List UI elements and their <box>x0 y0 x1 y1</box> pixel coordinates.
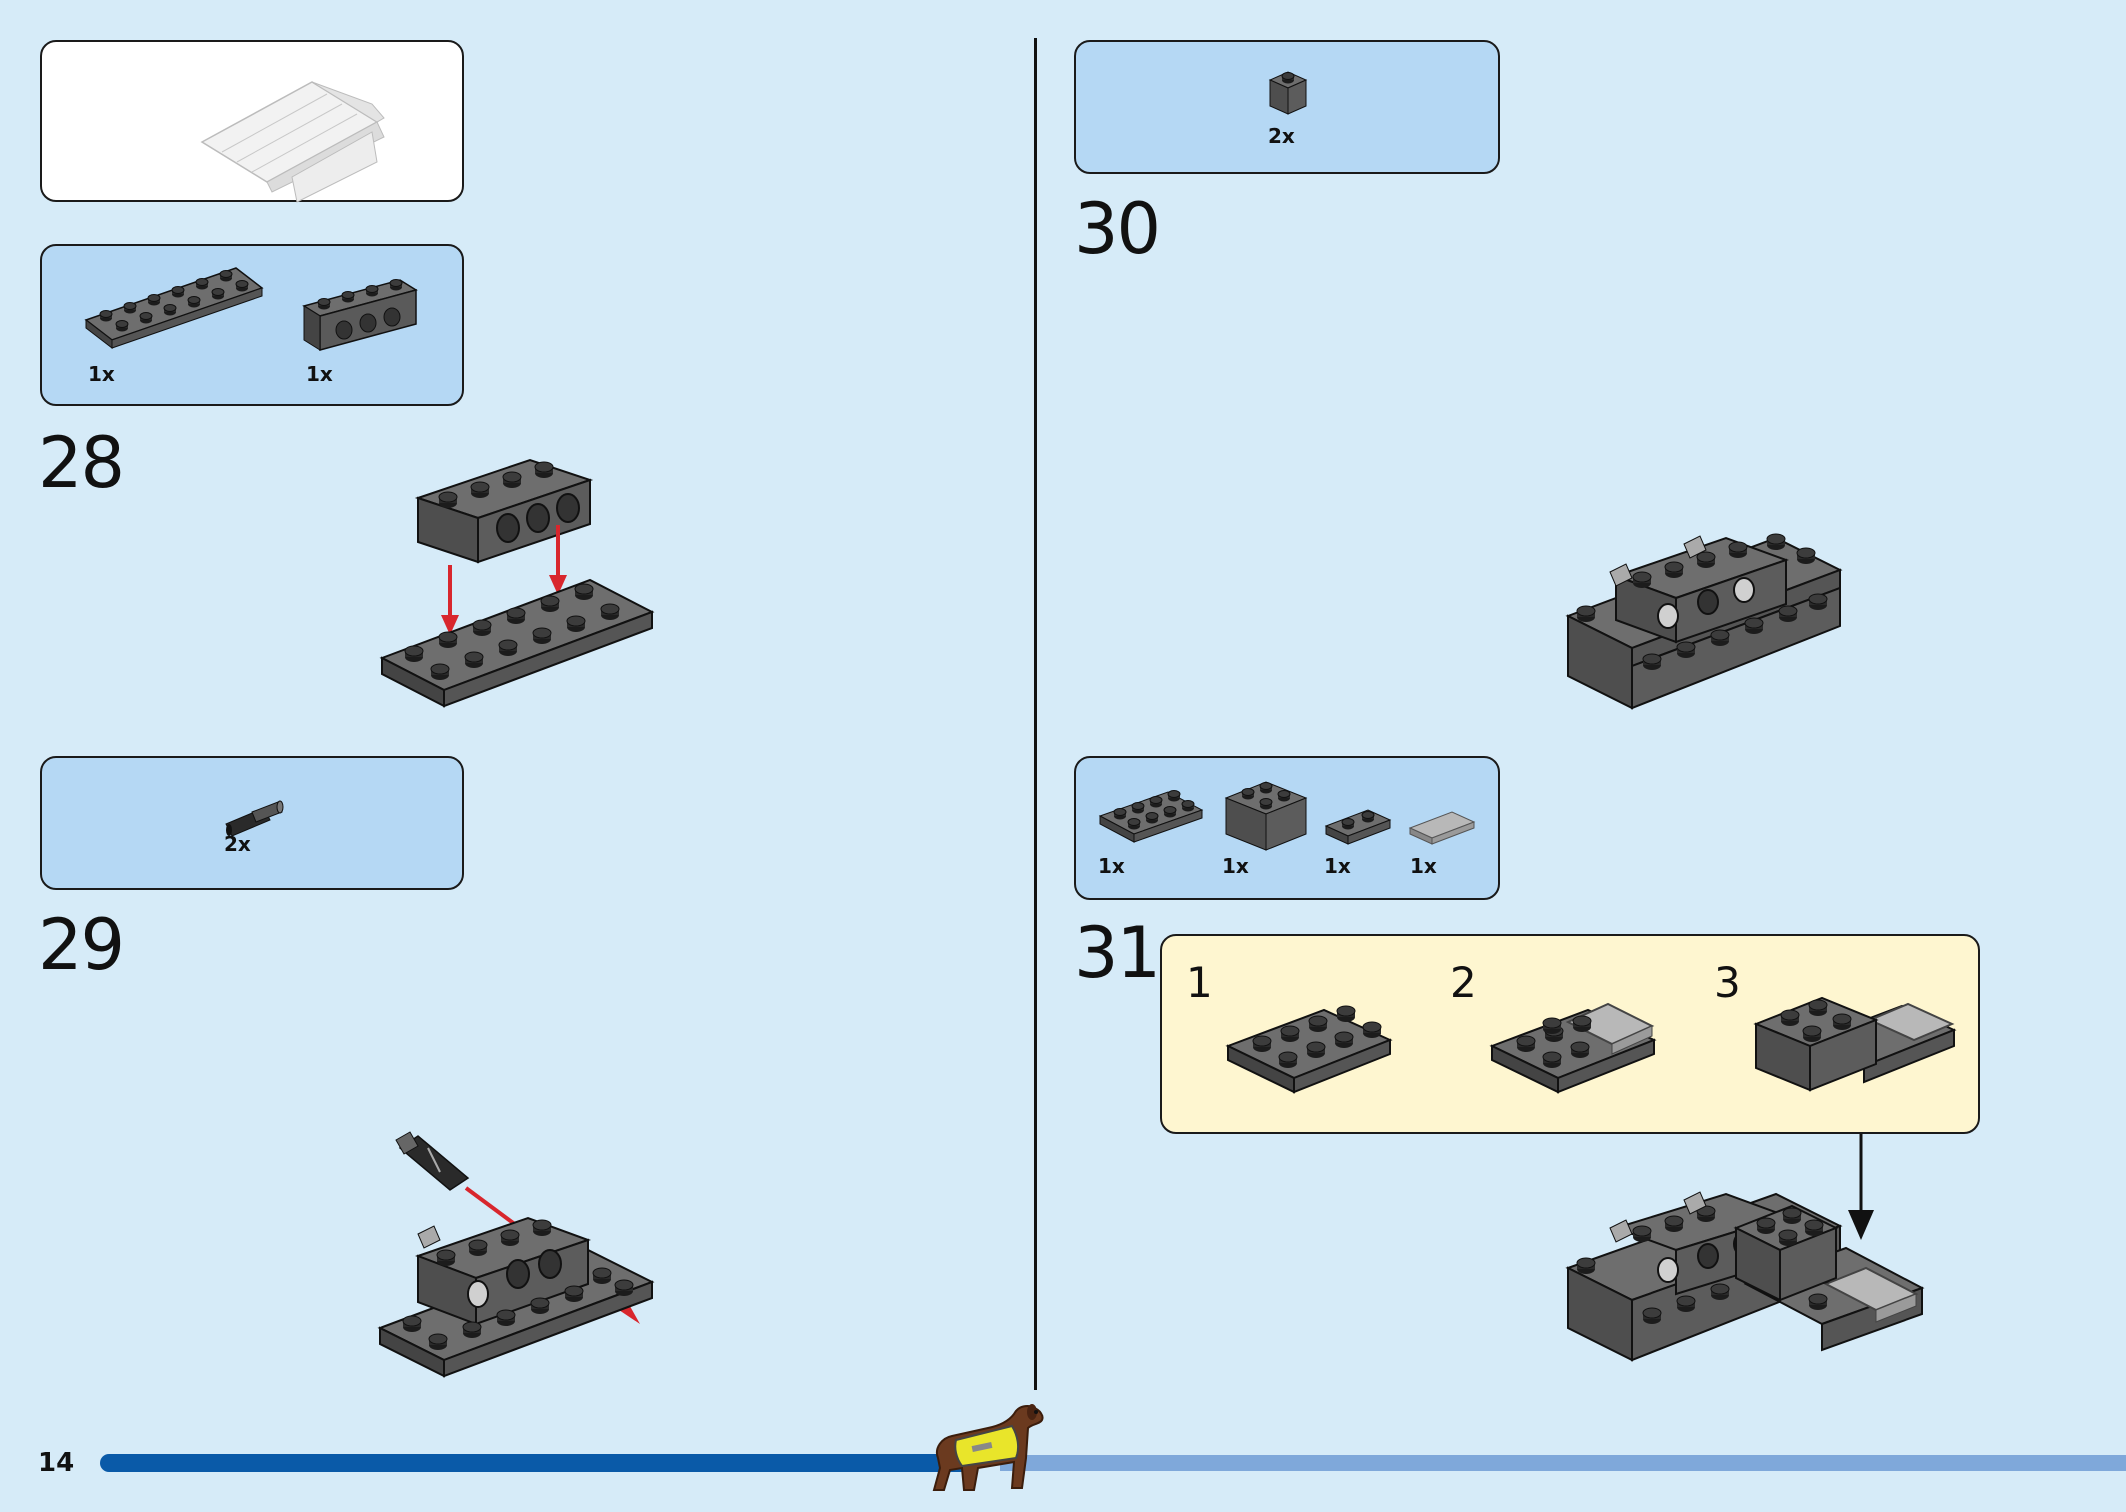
part-qty: 1x <box>88 362 115 386</box>
plate-2x6-dark-gray-icon <box>84 267 264 350</box>
plate-2x4-dark-gray-icon <box>1098 790 1204 843</box>
tile-1x2-light-gray-icon <box>1408 811 1476 845</box>
substep-number: 2 <box>1450 958 1477 1007</box>
dog-with-yellow-vest-icon <box>932 1404 1044 1491</box>
substep-3-image <box>1753 996 1957 1092</box>
part-qty: 1x <box>1222 854 1249 878</box>
white-stairs-model-image <box>200 81 385 203</box>
step-29-model-image <box>377 1131 655 1378</box>
substep-number: 3 <box>1714 958 1741 1007</box>
progress-bar-done <box>100 1454 970 1472</box>
previous-model-preview <box>40 40 464 203</box>
parts-box-step-30: 2x <box>1074 40 1500 174</box>
step-number: 30 <box>1074 188 1161 270</box>
part-qty: 1x <box>306 362 333 386</box>
technic-brick-1x4-dark-gray-icon <box>302 279 418 351</box>
page-divider <box>1034 38 1037 1390</box>
part-qty: 1x <box>1410 854 1437 878</box>
step-28-model-image <box>379 458 655 708</box>
down-arrow-icon <box>1848 1134 1874 1240</box>
progress-bar-remaining <box>1000 1455 2126 1471</box>
substep-2-image <box>1489 1002 1657 1094</box>
substeps-box-step-31: 1 2 3 <box>1160 934 1980 1134</box>
substep-1-image <box>1225 1005 1393 1094</box>
part-qty: 1x <box>1324 854 1351 878</box>
step-number: 28 <box>38 422 125 504</box>
brick-2x2-dark-gray-icon <box>1224 781 1308 851</box>
plate-1x2-dark-gray-icon <box>1324 809 1392 845</box>
step-number: 31 <box>1074 912 1161 994</box>
part-qty: 2x <box>1268 124 1295 148</box>
parts-box-step-31: 1x 1x 1x 1x <box>1074 756 1500 900</box>
substep-number: 1 <box>1186 958 1213 1007</box>
parts-box-step-29: 2x <box>40 756 464 890</box>
step-number: 29 <box>38 904 125 986</box>
part-qty: 2x <box>224 832 251 856</box>
parts-box-step-28: 1x 1x <box>40 244 464 406</box>
brick-1x1-dark-gray-icon <box>1268 71 1308 115</box>
step-30-model-image <box>1565 533 1843 710</box>
part-qty: 1x <box>1098 854 1125 878</box>
step-31-model-image <box>1565 1191 1925 1362</box>
technic-pin-black-icon <box>225 800 284 837</box>
page-number: 14 <box>38 1448 75 1478</box>
